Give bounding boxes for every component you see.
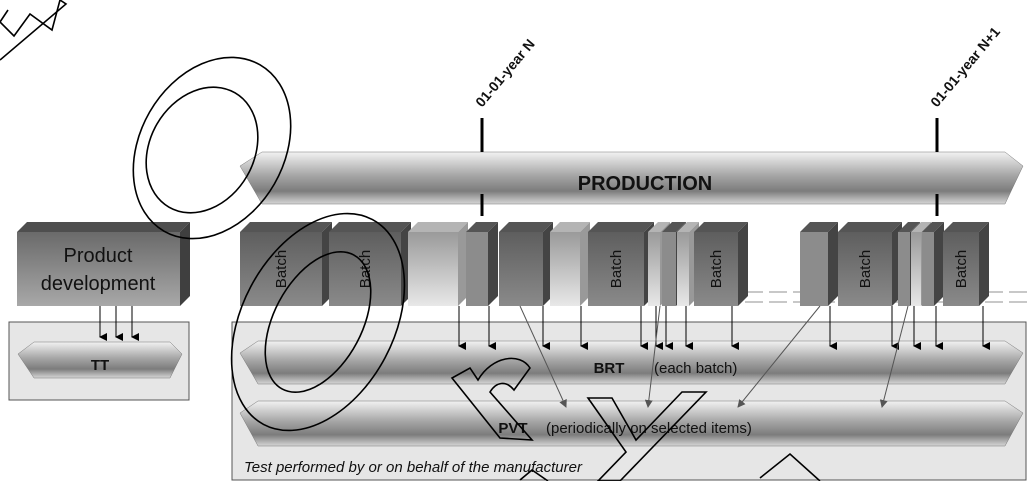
batch-box: Batch: [240, 222, 332, 306]
batch-slice: [550, 222, 590, 306]
batch-label: Batch: [273, 250, 290, 288]
pvt-arrow: [239, 400, 1024, 447]
batch-label: Batch: [708, 250, 725, 288]
tt-label: TT: [91, 357, 109, 374]
brt-label: BRT: [594, 360, 625, 377]
batch-slice: [800, 222, 838, 306]
production-arrow: [239, 151, 1024, 205]
batch-box: Batch: [588, 222, 654, 306]
product-development-box: [17, 222, 190, 306]
batch-box: Batch: [838, 222, 902, 306]
date-label-year-n: 01-01-year N: [472, 36, 538, 110]
sampling-arrows: [519, 305, 909, 408]
batch-label: Batch: [608, 250, 625, 288]
date-label-year-n1: 01-01-year N+1: [927, 23, 1003, 109]
batch-slice: [466, 222, 498, 306]
batch-label: Batch: [953, 250, 970, 288]
batch-to-brt-arrows: [458, 306, 990, 350]
batch-label: Batch: [857, 250, 874, 288]
batch-slice: [499, 222, 553, 306]
batch-slice: [922, 222, 944, 306]
batch-label: Batch: [357, 250, 374, 288]
product-development-line1: Product: [64, 245, 133, 267]
tt-arrow: [17, 341, 183, 379]
batch-slice: [408, 222, 468, 306]
batch-box: Batch: [943, 222, 989, 306]
brt-arrow: [239, 340, 1024, 385]
pd-to-tt-arrows: [99, 306, 139, 341]
manufacturer-note: Test performed by or on behalf of the ma…: [244, 459, 583, 476]
product-development-line2: development: [41, 273, 156, 295]
pvt-note: (periodically on selected items): [546, 420, 752, 437]
brt-note: (each batch): [654, 360, 737, 377]
batch-boxes: Batch Batch Batch Batch Batch Batch: [240, 222, 989, 306]
batch-box: Batch: [694, 222, 748, 306]
pvt-label: PVT: [498, 420, 527, 437]
stamp-overlay: [0, 0, 821, 481]
production-label: PRODUCTION: [578, 173, 712, 195]
